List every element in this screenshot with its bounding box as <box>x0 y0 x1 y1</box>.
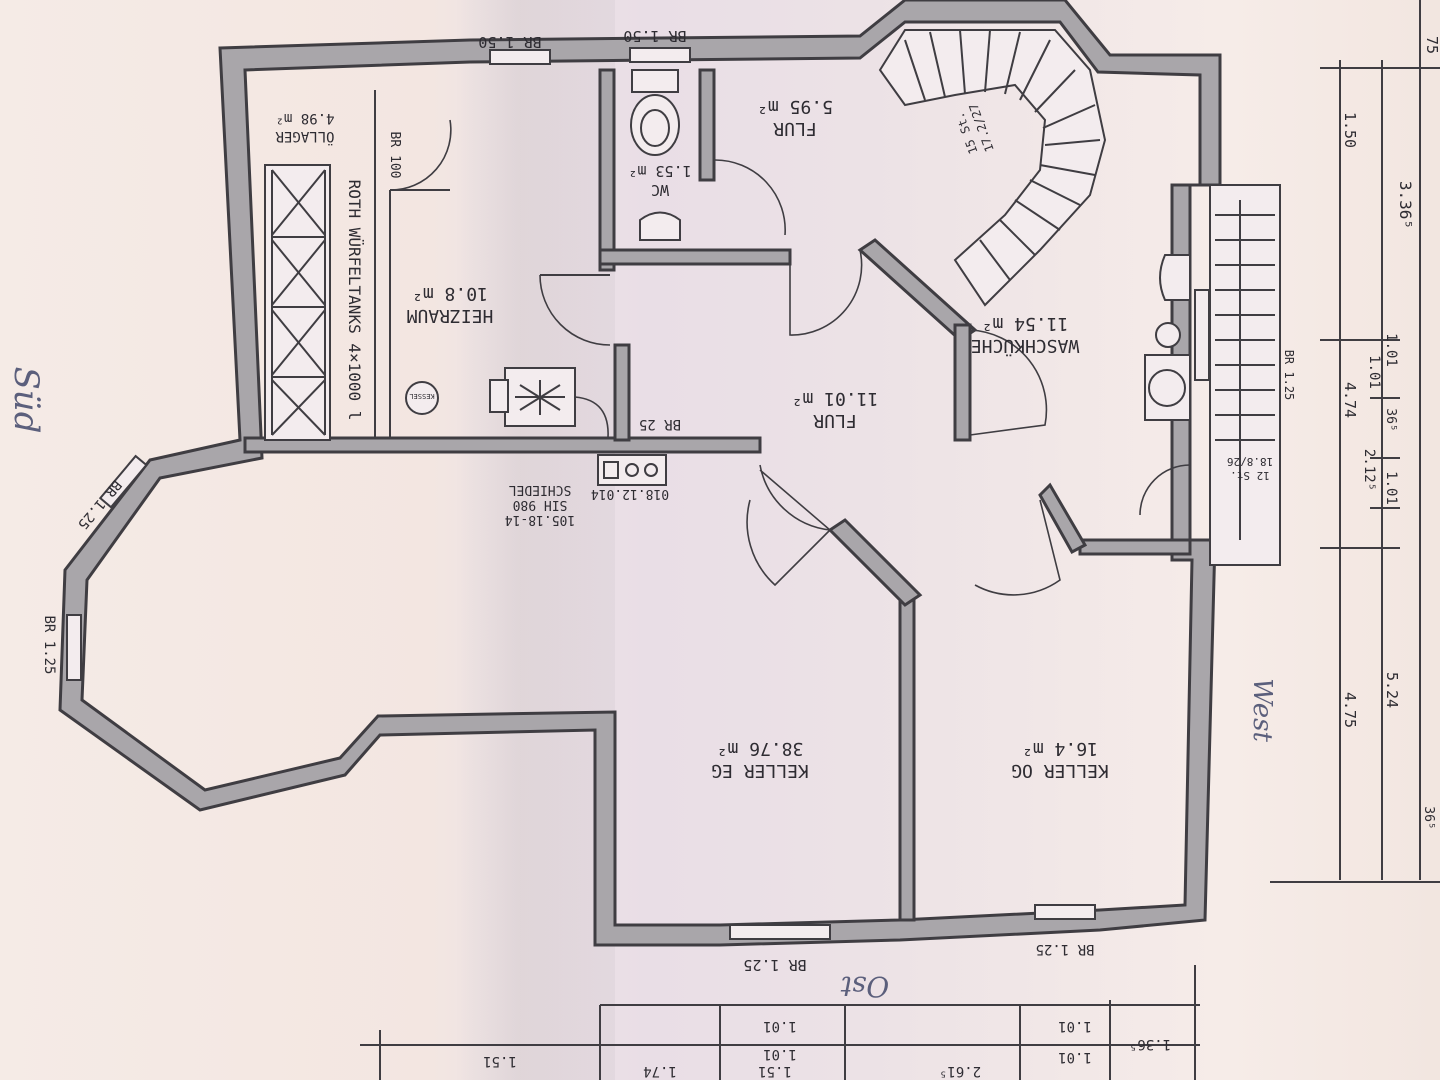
boiler-badge: KESSEL <box>409 392 434 400</box>
room-area-heizraum: 10.8 m² <box>412 283 488 304</box>
stair-note-3: 12 St. <box>1230 469 1270 482</box>
handwriting-sued: Süd <box>6 367 46 434</box>
br-label-top-right: BR 1.50 <box>623 27 686 45</box>
stair-note-4: 18.8/26 <box>1227 455 1273 468</box>
room-area-waschkueche: 11.54 m² <box>982 313 1069 334</box>
br-label-bottom-left: BR 1.25 <box>743 956 806 974</box>
room-name-wc: WC <box>651 181 669 199</box>
room-name-keller-eg: KELLER EG <box>711 760 809 781</box>
dim-top-11: 36⁵ <box>1421 806 1436 829</box>
dim-top-2: 1.50 <box>1341 112 1359 148</box>
dimension-labels-bottom: 1.01 1.01 1.01 1.01 1.36⁵ 2.61⁵ 1.74 1.5… <box>483 1018 1171 1079</box>
dim-bottom-3: 1.01 <box>763 1046 797 1062</box>
br-label-right: BR 1.25 <box>1282 350 1296 401</box>
dim-bottom-5: 2.61⁵ <box>939 1063 981 1079</box>
room-area-flur-main: 11.01 m² <box>792 388 879 409</box>
equipment-labels: ROTH WÜRFELTANKS 4×1000 l ÖLLAGER 4.98 m… <box>275 101 1273 527</box>
br-label-side-2: BR 1.25 <box>41 615 57 674</box>
chimney-model: SIH 980 <box>513 497 568 512</box>
room-name-heizraum: HEIZRAUM <box>406 305 493 326</box>
interior-walls <box>243 68 1192 922</box>
oellager-area: 4.98 m² <box>275 110 334 126</box>
room-name-waschkueche: WASCHKÜCHE <box>971 335 1079 357</box>
dimension-chain-bottom <box>360 965 1200 1080</box>
dim-top-6: 36⁵ <box>1383 408 1398 431</box>
outer-wall <box>58 0 1222 947</box>
room-name-keller-og: KELLER OG <box>1011 760 1109 781</box>
tank-label: ROTH WÜRFELTANKS 4×1000 l <box>345 180 364 421</box>
dim-top-4: 1.01 <box>1383 333 1399 367</box>
chimney-code2: 018.12.014 <box>591 486 669 501</box>
dim-top-1: 3.36⁵ <box>1396 181 1415 229</box>
dim-top-10: 5.24 <box>1383 672 1401 708</box>
dim-top-3: 4.74 <box>1341 382 1359 418</box>
chimney-brand: SCHIEDEL <box>509 482 572 497</box>
dim-bottom-1: 1.01 <box>1058 1049 1092 1065</box>
chimney <box>597 454 667 486</box>
dim-bottom-6: 1.74 <box>643 1063 677 1079</box>
dim-top-0: 75 <box>1423 36 1440 54</box>
chimney-code1: 105.18-14 <box>505 512 576 527</box>
room-area-flur-upper: 5.95 m² <box>757 96 833 117</box>
dim-bottom-2: 1.01 <box>763 1018 797 1034</box>
handwriting-west: West <box>1247 678 1277 742</box>
wc-fixtures <box>630 69 681 241</box>
dim-top-7: 1.01 <box>1383 471 1399 505</box>
br-label-top-left: BR 1.50 <box>478 33 541 51</box>
handwritten-notes: Süd West Ost <box>6 367 1277 1003</box>
dim-top-8: 2.12⁵ <box>1361 449 1377 491</box>
dim-bottom-4: 1.36⁵ <box>1129 1036 1171 1052</box>
room-area-wc: 1.53 m² <box>628 162 691 180</box>
room-name-flur-main: FLUR <box>813 410 857 431</box>
br-label-bottom-right: BR 1.25 <box>1035 941 1094 957</box>
windows <box>66 47 1210 940</box>
paper-shadow <box>455 0 615 1080</box>
room-area-keller-og: 16.4 m² <box>1022 738 1098 759</box>
dim-bottom-8: 1.51 <box>758 1063 792 1079</box>
room-name-flur-upper: FLUR <box>773 118 817 139</box>
dimension-labels-right: 75 3.36⁵ 1.50 4.74 1.01 1.01 36⁵ 1.01 2.… <box>1341 36 1440 830</box>
dim-bottom-0: 1.01 <box>1058 1018 1092 1034</box>
handwriting-ost: Ost <box>840 970 889 1003</box>
straight-staircase <box>1209 184 1281 566</box>
door-swings <box>389 119 1191 596</box>
dimension-chain-right <box>1270 0 1440 883</box>
room-labels: HEIZRAUM 10.8 m² WASCHKÜCHE 11.54 m² FLU… <box>406 96 1108 781</box>
oil-tank-storage <box>264 90 391 441</box>
br-label-25: BR 25 <box>639 416 681 432</box>
laundry-fixtures <box>1144 254 1191 421</box>
dim-top-5: 1.01 <box>1366 355 1382 389</box>
dim-top-9: 4.75 <box>1341 692 1359 728</box>
br-label-100: BR 100 <box>387 132 402 179</box>
spiral-staircase <box>878 29 1107 307</box>
boiler-unit <box>405 367 609 439</box>
oellager-label: ÖLLAGER <box>275 128 335 146</box>
dim-bottom-7: 1.51 <box>483 1053 517 1069</box>
room-area-keller-eg: 38.76 m² <box>717 738 804 759</box>
